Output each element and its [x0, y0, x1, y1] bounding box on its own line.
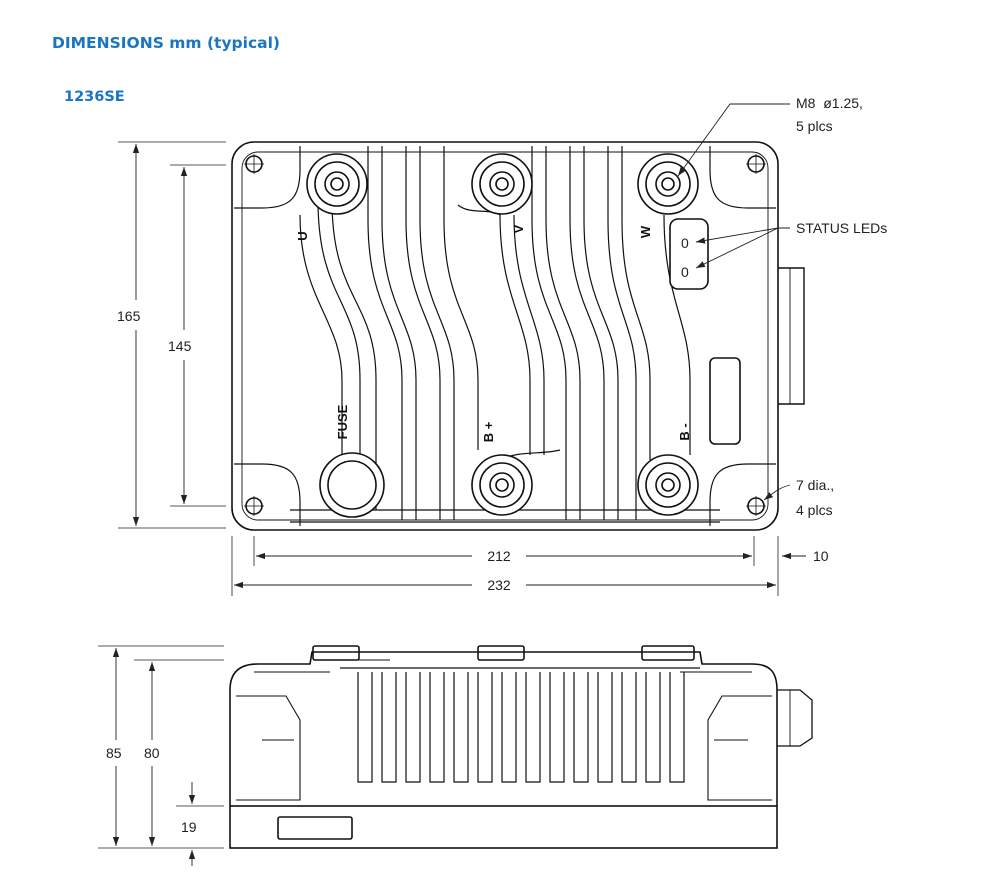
page-title: DIMENSIONS mm (typical): [52, 34, 281, 52]
callout-mounting-line2: 4 plcs: [796, 502, 833, 518]
callout-mounting-line1: 7 dia.,: [796, 477, 834, 493]
terminal-label-u: U: [295, 231, 310, 240]
side-body-outline: [229, 651, 778, 806]
model-label: 1236SE: [64, 89, 125, 105]
mounting-hole-top-right: [709, 146, 776, 209]
callout-m8-line1: M8 ø1.25,: [796, 95, 863, 111]
side-connector: [778, 267, 805, 405]
callout-status-leds: STATUS LEDs: [796, 220, 887, 236]
terminal-b-plus: [471, 454, 533, 516]
side-fins: [340, 667, 700, 783]
dim-hole-height-145: 145: [168, 338, 192, 354]
dim-hole-width-212: 212: [487, 548, 511, 564]
mounting-hole-bottom-right: [709, 463, 776, 526]
mounting-hole-bottom-left: [234, 463, 301, 526]
dim-overall-height-165: 165: [117, 308, 141, 324]
label-window: [709, 357, 741, 445]
terminal-w: [637, 153, 699, 215]
terminal-label-v: V: [511, 224, 526, 233]
callout-leader-m8: [677, 103, 790, 177]
callout-leader-mounting: [763, 484, 791, 501]
callout-leader-led-1: [695, 227, 790, 244]
dim-side-base-19: 19: [181, 819, 197, 835]
terminal-fuse: [319, 452, 385, 518]
dim-side-overall-85: 85: [106, 745, 122, 761]
terminal-label-w: W: [638, 225, 653, 238]
dim-connector-10: 10: [813, 548, 829, 564]
terminal-u: [306, 153, 368, 215]
side-base-slot: [277, 816, 353, 840]
heat-sink-fins: [290, 146, 720, 523]
side-view: [229, 645, 813, 849]
side-view-connector: [777, 689, 813, 747]
status-led-window: [669, 218, 709, 290]
side-base-plate: [229, 805, 778, 849]
top-view: [231, 141, 805, 531]
dim-side-body-80: 80: [144, 745, 160, 761]
mounting-hole-top-left: [234, 146, 301, 209]
terminal-label-b-minus: B -: [677, 423, 692, 440]
terminal-b-minus: [637, 454, 699, 516]
terminal-v: [471, 153, 533, 215]
terminal-label-b-plus: B +: [481, 421, 496, 442]
status-led-1-label: 0: [681, 235, 689, 251]
callout-m8-line2: 5 plcs: [796, 118, 833, 134]
terminal-label-fuse: FUSE: [335, 404, 350, 439]
status-led-2-label: 0: [681, 264, 689, 280]
controller-body-outline: [231, 141, 779, 531]
dim-overall-width-232: 232: [487, 577, 511, 593]
